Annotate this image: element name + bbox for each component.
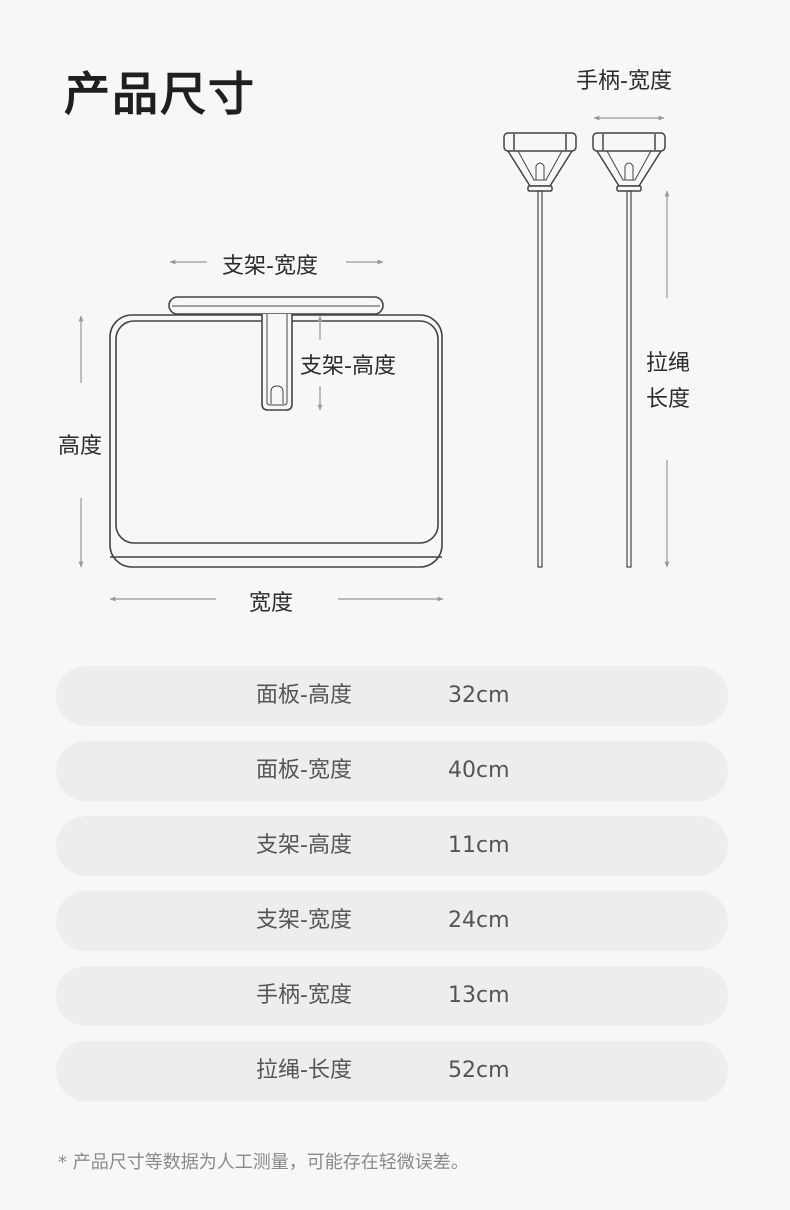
label-rope-length-line2: 长度	[646, 387, 691, 412]
spec-row-handle-width: 手柄-宽度 13cm	[56, 966, 728, 1026]
label-stand-width: 支架-宽度	[222, 254, 318, 279]
spec-name: 面板-宽度	[256, 758, 352, 783]
spec-table: 面板-高度 32cm 面板-宽度 40cm 支架-高度 11cm 支架-宽度 2…	[56, 666, 728, 1116]
label-handle-width: 手柄-宽度	[576, 69, 672, 94]
spec-name: 支架-宽度	[256, 908, 352, 933]
spec-name: 拉绳-长度	[256, 1058, 352, 1083]
spec-value: 11cm	[448, 833, 510, 858]
spec-value: 52cm	[448, 1058, 510, 1083]
spec-value: 32cm	[448, 683, 510, 708]
spec-row-panel-width: 面板-宽度 40cm	[56, 741, 728, 801]
spec-row-rope-length: 拉绳-长度 52cm	[56, 1041, 728, 1101]
footnote: * 产品尺寸等数据为人工测量，可能存在轻微误差。	[58, 1152, 469, 1173]
spec-value: 24cm	[448, 908, 510, 933]
handle-left	[503, 132, 577, 568]
label-width: 宽度	[249, 591, 294, 616]
spec-value: 40cm	[448, 758, 510, 783]
spec-row-panel-height: 面板-高度 32cm	[56, 666, 728, 726]
spec-name: 支架-高度	[256, 833, 352, 858]
label-height: 高度	[58, 434, 103, 459]
handle-right	[592, 132, 666, 568]
spec-name: 手柄-宽度	[256, 983, 352, 1008]
spec-value: 13cm	[448, 983, 510, 1008]
label-rope-length-line1: 拉绳	[646, 351, 691, 376]
page-title: 产品尺寸	[64, 67, 256, 121]
spec-row-stand-width: 支架-宽度 24cm	[56, 891, 728, 951]
spec-name: 面板-高度	[256, 683, 352, 708]
stand-outline	[168, 296, 384, 411]
product-dimension-diagram	[78, 115, 670, 602]
spec-row-stand-height: 支架-高度 11cm	[56, 816, 728, 876]
label-stand-height: 支架-高度	[300, 354, 396, 379]
